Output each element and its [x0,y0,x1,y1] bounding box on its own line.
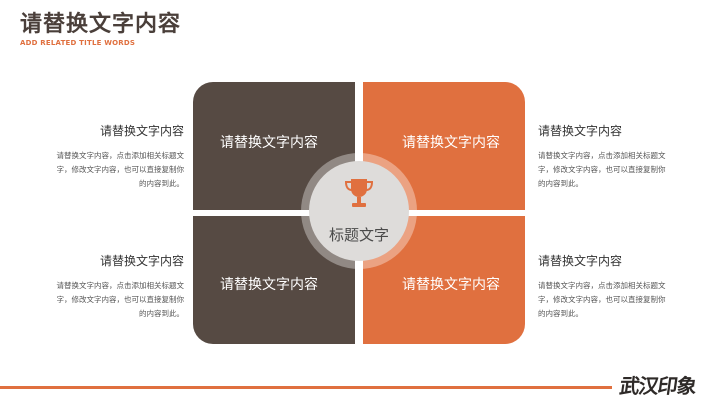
trophy-icon [344,179,374,207]
side-title: 请替换文字内容 [538,124,623,138]
side-title: 请替换文字内容 [99,124,184,138]
bottom-divider [0,386,612,389]
side-desc: 请替换文字内容，点击添加相关标题文字，修改文字内容，也可以直接复制你的内容到此。 [56,281,185,318]
quadrant-text: 请替换文字内容 [402,135,500,151]
quadrant-bottom-right: 请替换文字内容 [363,216,525,344]
side-desc: 请替换文字内容，点击添加相关标题文字，修改文字内容，也可以直接复制你的内容到此。 [538,151,666,188]
page-subtitle: ADD RELATED TITLE WORDS [20,39,136,47]
brand-logo: 武汉印象 [618,374,698,398]
quadrant-text: 请替换文字内容 [220,135,318,151]
side-block-top-left: 请替换文字内容 请替换文字内容，点击添加相关标题文字，修改文字内容，也可以直接复… [50,122,185,191]
side-block-bottom-left: 请替换文字内容 请替换文字内容，点击添加相关标题文字，修改文字内容，也可以直接复… [50,252,185,321]
side-title: 请替换文字内容 [538,254,623,268]
page-title: 请替换文字内容 [20,12,182,37]
quadrant-top-left: 请替换文字内容 [193,82,355,210]
side-desc: 请替换文字内容，点击添加相关标题文字，修改文字内容，也可以直接复制你的内容到此。 [538,281,666,318]
center-circle [309,161,409,261]
quadrant-text: 请替换文字内容 [220,277,318,293]
side-desc: 请替换文字内容，点击添加相关标题文字，修改文字内容，也可以直接复制你的内容到此。 [56,151,185,188]
side-block-top-right: 请替换文字内容 请替换文字内容，点击添加相关标题文字，修改文字内容，也可以直接复… [538,122,672,191]
side-title: 请替换文字内容 [99,254,184,268]
quadrant-text: 请替换文字内容 [402,277,500,293]
side-block-bottom-right: 请替换文字内容 请替换文字内容，点击添加相关标题文字，修改文字内容，也可以直接复… [538,252,672,321]
center-label: 标题文字 [328,226,389,244]
